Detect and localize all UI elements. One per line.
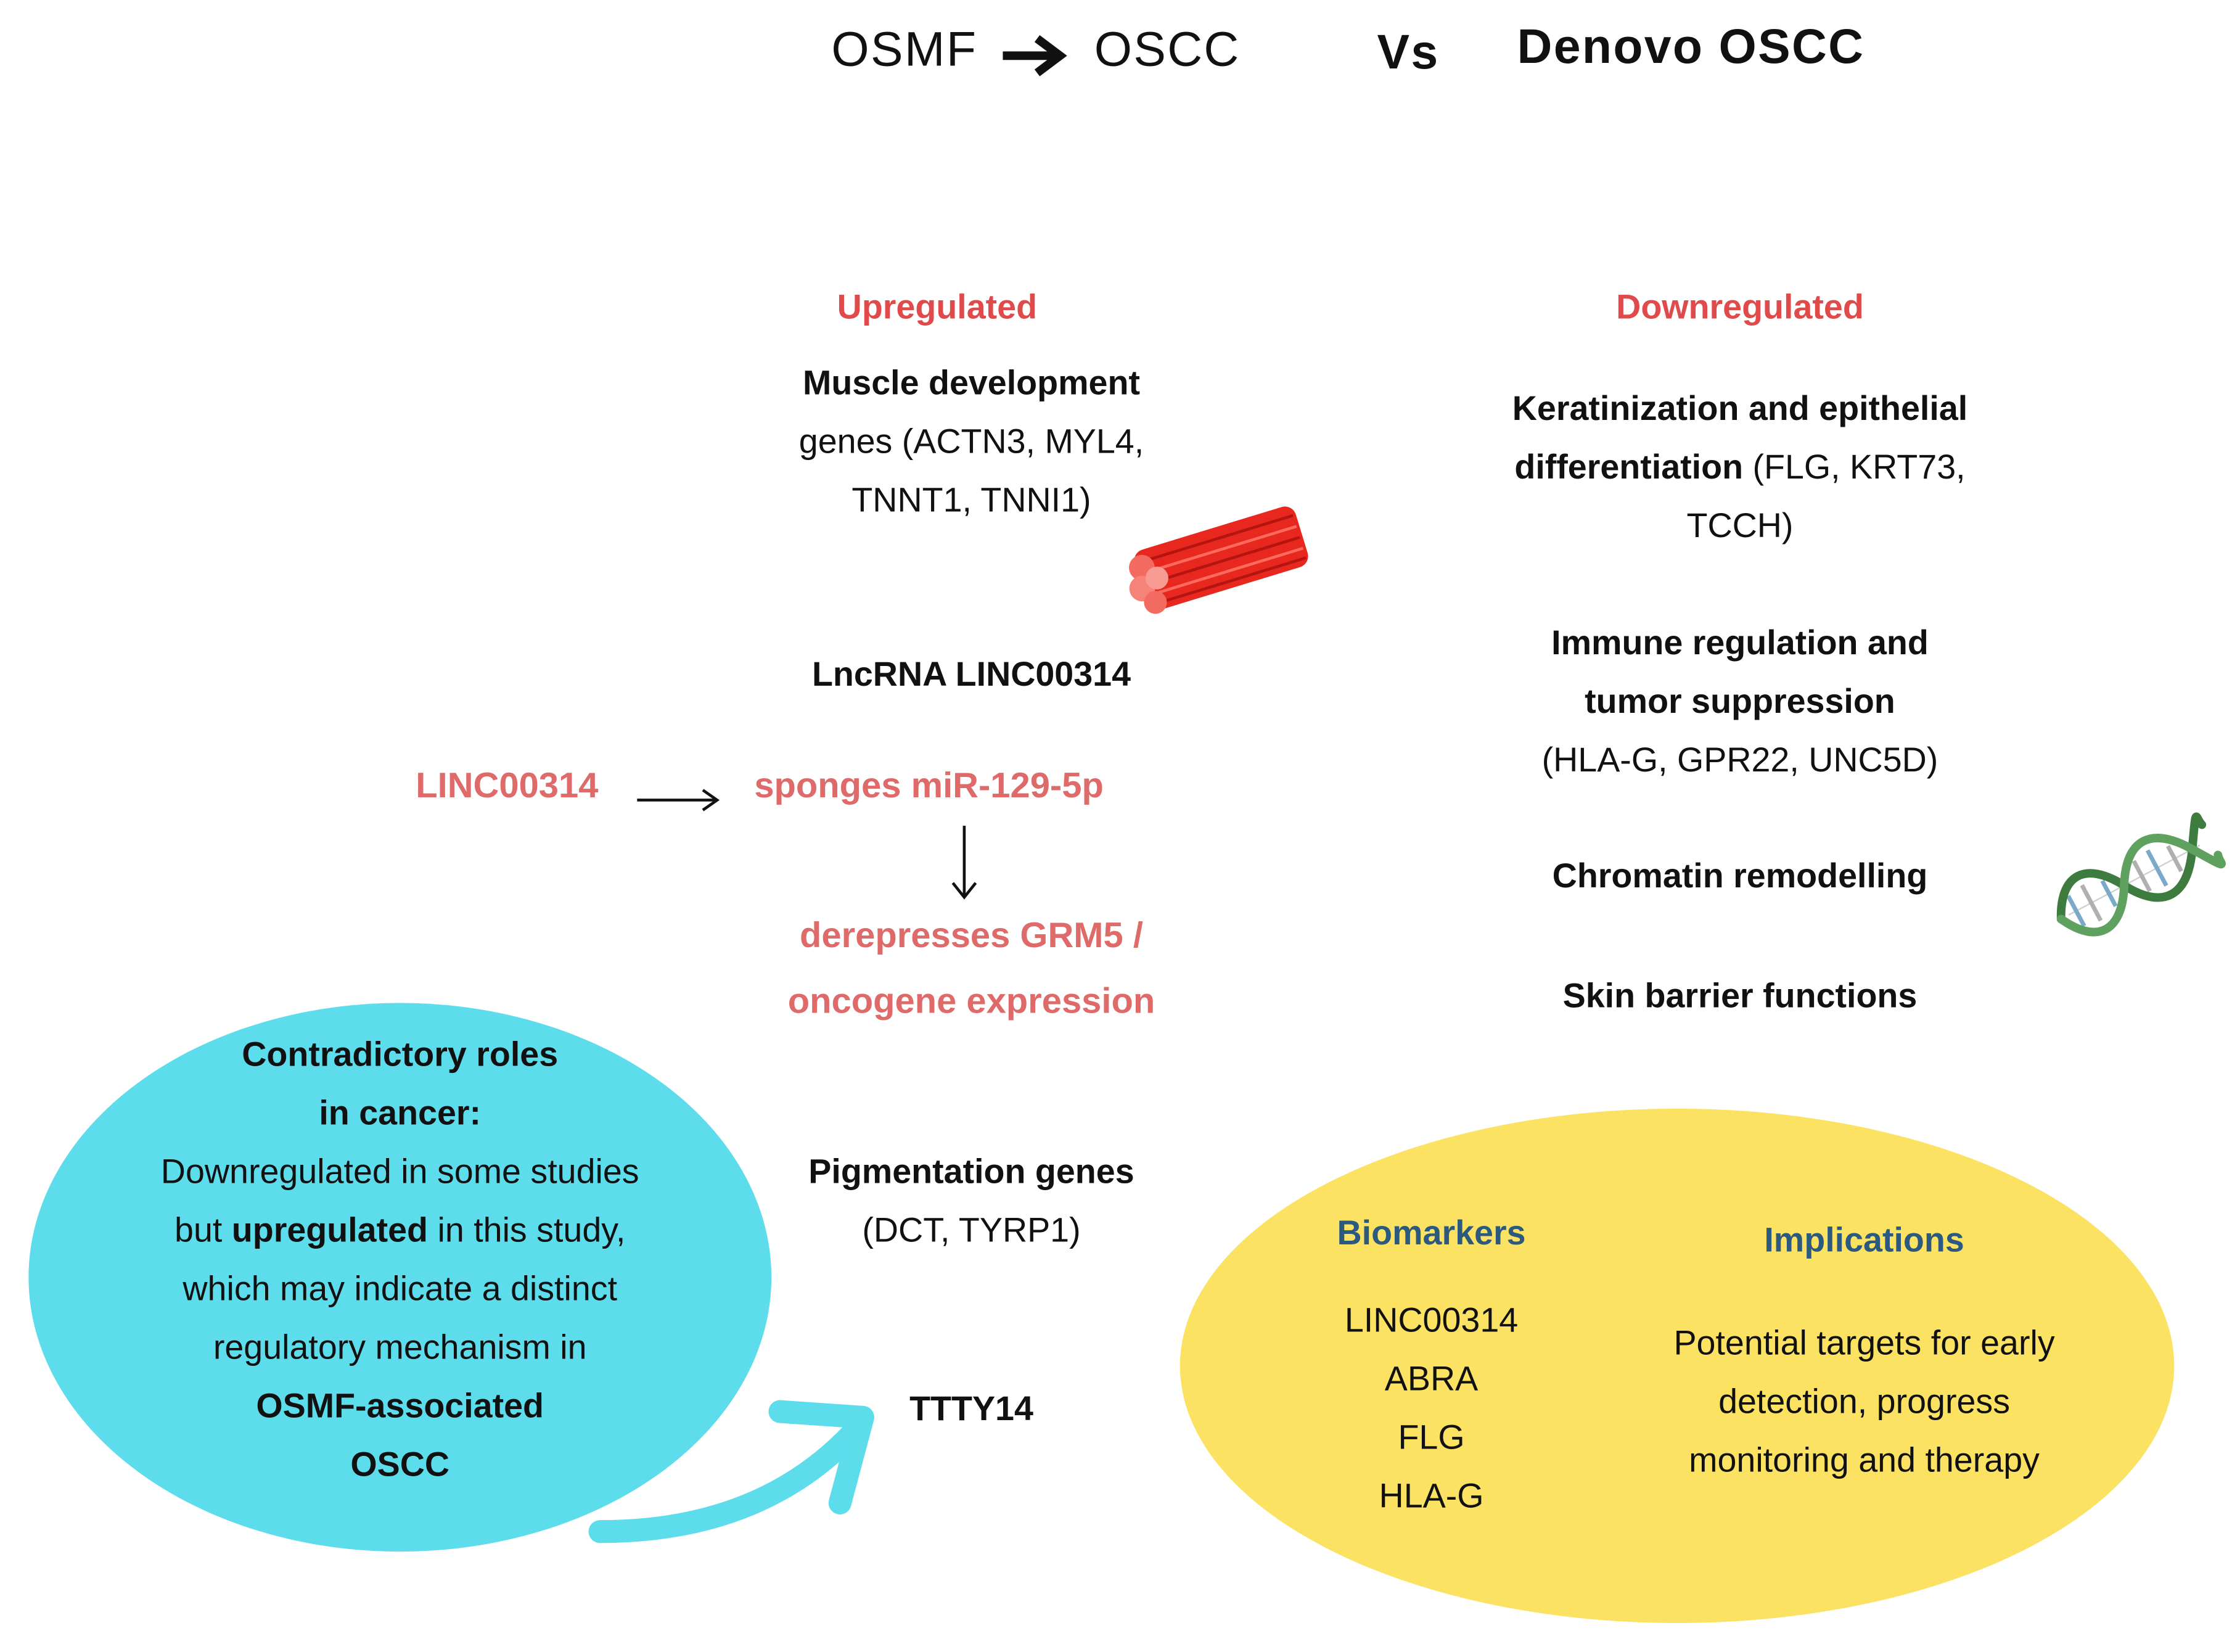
- downregulated-heading: Downregulated: [1616, 289, 1864, 327]
- curved-arrow-icon: [588, 1400, 874, 1543]
- pigment-line-2: (DCT, TYRP1): [862, 1211, 1081, 1251]
- pigmentation-block: Pigmentation genes (DCT, TYRP1): [686, 1143, 1257, 1260]
- title-osmf: OSMF: [831, 23, 978, 78]
- kerat-line-2a: differentiation: [1514, 448, 1744, 488]
- immune-block: Immune regulation and tumor suppression …: [1429, 614, 2051, 790]
- biomarker-item: FLG: [1398, 1418, 1465, 1458]
- implications-heading: Implications: [1764, 1221, 1964, 1260]
- pathway-step-2-line-1: derepresses GRM5 /: [799, 916, 1143, 956]
- pathway-step-2-line-2: oncogene expression: [787, 981, 1155, 1022]
- implications-line-1: Potential targets for early: [1673, 1324, 2055, 1363]
- implications-line-2: detection, progress: [1718, 1383, 2011, 1422]
- title-denovo-oscc: Denovo OSCC: [1517, 20, 1865, 75]
- arrow-right-icon: [637, 789, 720, 812]
- contradictory-line-7: OSMF-associated: [256, 1387, 544, 1426]
- pathway-source: LINC00314: [416, 765, 599, 806]
- arrow-down-icon: [951, 826, 977, 900]
- skin-barrier-label: Skin barrier functions: [1562, 977, 1918, 1016]
- title-vs: Vs: [1377, 25, 1440, 80]
- keratinization-block: Keratinization and epithelial differenti…: [1429, 380, 2051, 556]
- contradictory-line-4b: upregulated: [231, 1211, 429, 1251]
- contradictory-roles-bubble: [28, 1003, 772, 1552]
- biomarkers-heading: Biomarkers: [1337, 1214, 1526, 1253]
- contradictory-line-4c: in this study,: [428, 1211, 626, 1251]
- contradictory-line-5: which may indicate a distinct: [183, 1270, 618, 1309]
- pigment-line-1: Pigmentation genes: [808, 1153, 1134, 1192]
- chromatin-label: Chromatin remodelling: [1552, 857, 1928, 896]
- contradictory-line-1: Contradictory roles: [242, 1035, 559, 1075]
- kerat-line-3: TCCH): [1686, 507, 1794, 546]
- immune-line-1: Immune regulation and: [1551, 624, 1929, 664]
- immune-line-2: tumor suppression: [1585, 683, 1895, 722]
- muscle-genes-block: Muscle development genes (ACTN3, MYL4, T…: [686, 355, 1257, 530]
- lncrna-label: LncRNA LINC00314: [811, 655, 1131, 695]
- pathway-step-2: derepresses GRM5 / oncogene expression: [686, 903, 1257, 1034]
- contradictory-line-4a: but: [174, 1211, 232, 1251]
- implications-line-3: monitoring and therapy: [1689, 1441, 2040, 1481]
- muscle-line-1: Muscle development: [803, 364, 1140, 403]
- immune-line-3: (HLA-G, GPR22, UNC5D): [1541, 741, 1938, 781]
- contradictory-line-3: Downregulated in some studies: [160, 1153, 639, 1192]
- upregulated-heading: Upregulated: [837, 289, 1038, 327]
- biomarker-item: HLA-G: [1379, 1477, 1484, 1516]
- contradictory-line-2: in cancer:: [319, 1094, 482, 1133]
- contradictory-line-8: OSCC: [350, 1445, 450, 1485]
- ttty14-label: TTTY14: [909, 1390, 1033, 1429]
- biomarkers-list: LINC00314 ABRA FLG HLA-G: [1286, 1291, 1577, 1526]
- muscle-fiber-icon: [1129, 506, 1308, 614]
- implications-text: Potential targets for early detection, p…: [1600, 1315, 2128, 1490]
- arrow-right-icon: [1003, 35, 1067, 76]
- biomarker-item: ABRA: [1384, 1360, 1479, 1399]
- kerat-line-1: Keratinization and epithelial: [1512, 390, 1968, 429]
- biomarkers-implications-ellipse: [1179, 1108, 2175, 1623]
- muscle-line-2: genes (ACTN3, MYL4,: [798, 422, 1144, 462]
- biomarker-item: LINC00314: [1344, 1301, 1519, 1341]
- muscle-line-3: TNNT1, TNNI1): [851, 481, 1091, 520]
- contradictory-line-6: regulatory mechanism in: [213, 1328, 587, 1368]
- dna-helix-icon: [2056, 812, 2226, 937]
- kerat-line-2b: (FLG, KRT73,: [1743, 448, 1966, 488]
- contradictory-roles-text: Contradictory roles in cancer: Downregul…: [57, 1026, 743, 1495]
- title-oscc: OSCC: [1094, 23, 1241, 78]
- pathway-step-1: sponges miR-129-5p: [754, 765, 1104, 806]
